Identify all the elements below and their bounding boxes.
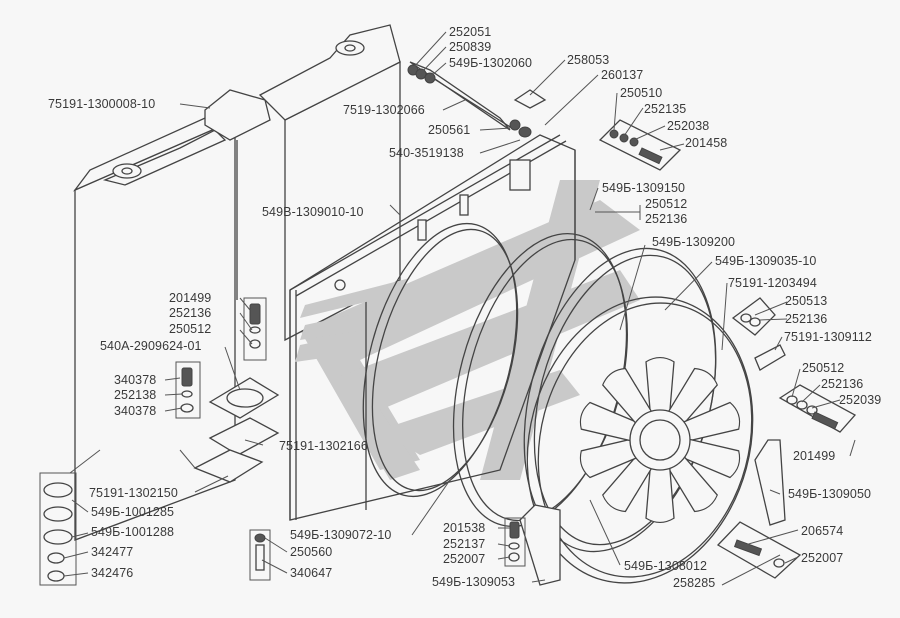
label-bolt-201538: 201538 — [443, 521, 486, 535]
label-nut-250512-c: 250512 — [169, 322, 212, 336]
label-bolt-201458: 201458 — [685, 136, 728, 150]
label-pad-549b-1001285: 549Б-1001285 — [91, 505, 175, 519]
label-fan-549b-1308012: 549Б-1308012 — [624, 559, 708, 573]
label-support-549b-1309053: 549Б-1309053 — [432, 575, 516, 589]
label-shroud: 549В-1309010-10 — [262, 205, 364, 219]
radiator-core — [72, 24, 401, 541]
label-washer-258285: 258285 — [673, 576, 716, 590]
label-washer-252136-d: 252136 — [169, 306, 212, 320]
fan-blade — [579, 436, 646, 479]
label-washer-252137: 252137 — [443, 537, 486, 551]
label-screw-260137: 260137 — [601, 68, 644, 82]
label-bolt-206574: 206574 — [801, 524, 844, 538]
fan-blade — [579, 401, 646, 444]
label-bracket-540-3519138: 540-3519138 — [389, 146, 464, 160]
label-panel-549b-1309072: 549Б-1309072-10 — [290, 528, 392, 542]
fan-blade — [674, 401, 741, 444]
fan-blade — [674, 436, 741, 479]
label-nut-250510: 250510 — [620, 86, 663, 100]
label-washer-252007-a: 252007 — [443, 552, 486, 566]
label-bolt-201499-left: 201499 — [169, 291, 212, 305]
label-washer-252138: 252138 — [114, 388, 157, 402]
label-bolt-340647: 340647 — [290, 566, 333, 580]
mounting-hardware-left — [39, 297, 280, 586]
label-nut-340378-b: 340378 — [114, 404, 157, 418]
label-washer-252039: 252039 — [839, 393, 882, 407]
fan-impeller — [579, 356, 741, 524]
label-washer-250561: 250561 — [428, 123, 471, 137]
label-bracket-75191-1203494: 75191-1203494 — [728, 276, 817, 290]
fan-blade — [645, 356, 675, 422]
label-plate-75191-1309112: 75191-1309112 — [784, 330, 872, 344]
label-radiator: 75191-1300008-10 — [48, 97, 156, 111]
label-washer-252136-c: 252136 — [821, 377, 864, 391]
label-washer-252136-b: 252136 — [785, 312, 828, 326]
label-nut-342477: 342477 — [91, 545, 134, 559]
label-cushion-540a: 540А-2909624-01 — [100, 339, 202, 353]
fan-blade — [645, 458, 675, 524]
label-nut-250560: 250560 — [290, 545, 333, 559]
label-ring-549b-1309150: 549Б-1309150 — [602, 181, 686, 195]
label-ring-549b-1309200: 549Б-1309200 — [652, 235, 736, 249]
label-ring-549b-1309035: 549Б-1309035-10 — [715, 254, 817, 268]
label-nut-250513: 250513 — [785, 294, 828, 308]
label-plate-75191-1302166: 75191-1302166 — [279, 439, 368, 453]
label-nut-250512-a: 250512 — [645, 197, 688, 211]
label-clip-258053: 258053 — [567, 53, 610, 67]
label-nut-342476: 342476 — [91, 566, 134, 580]
label-washer-252135: 252135 — [644, 102, 687, 116]
label-support-549b-1309050: 549Б-1309050 — [788, 487, 872, 501]
label-nut-250512-b: 250512 — [802, 361, 845, 375]
label-bracket-75191-1302150: 75191-1302150 — [89, 486, 178, 500]
label-bolt-340378-a: 340378 — [114, 373, 157, 387]
mounting-hardware-right — [407, 61, 857, 586]
label-washer-549b-1001288: 549Б-1001288 — [91, 525, 175, 539]
label-nut-252051: 252051 — [449, 25, 492, 39]
label-bolt-201499-right: 201499 — [793, 449, 836, 463]
label-washer-252007-b: 252007 — [801, 551, 844, 565]
shroud — [289, 134, 576, 521]
label-washer-250839: 250839 — [449, 40, 492, 54]
label-tie-rod: 7519-1302066 — [343, 103, 425, 117]
leader-lines — [63, 31, 856, 586]
label-bushing-549b-1302060: 549Б-1302060 — [449, 56, 533, 70]
label-washer-252038: 252038 — [667, 119, 710, 133]
label-washer-252136-a: 252136 — [645, 212, 688, 226]
